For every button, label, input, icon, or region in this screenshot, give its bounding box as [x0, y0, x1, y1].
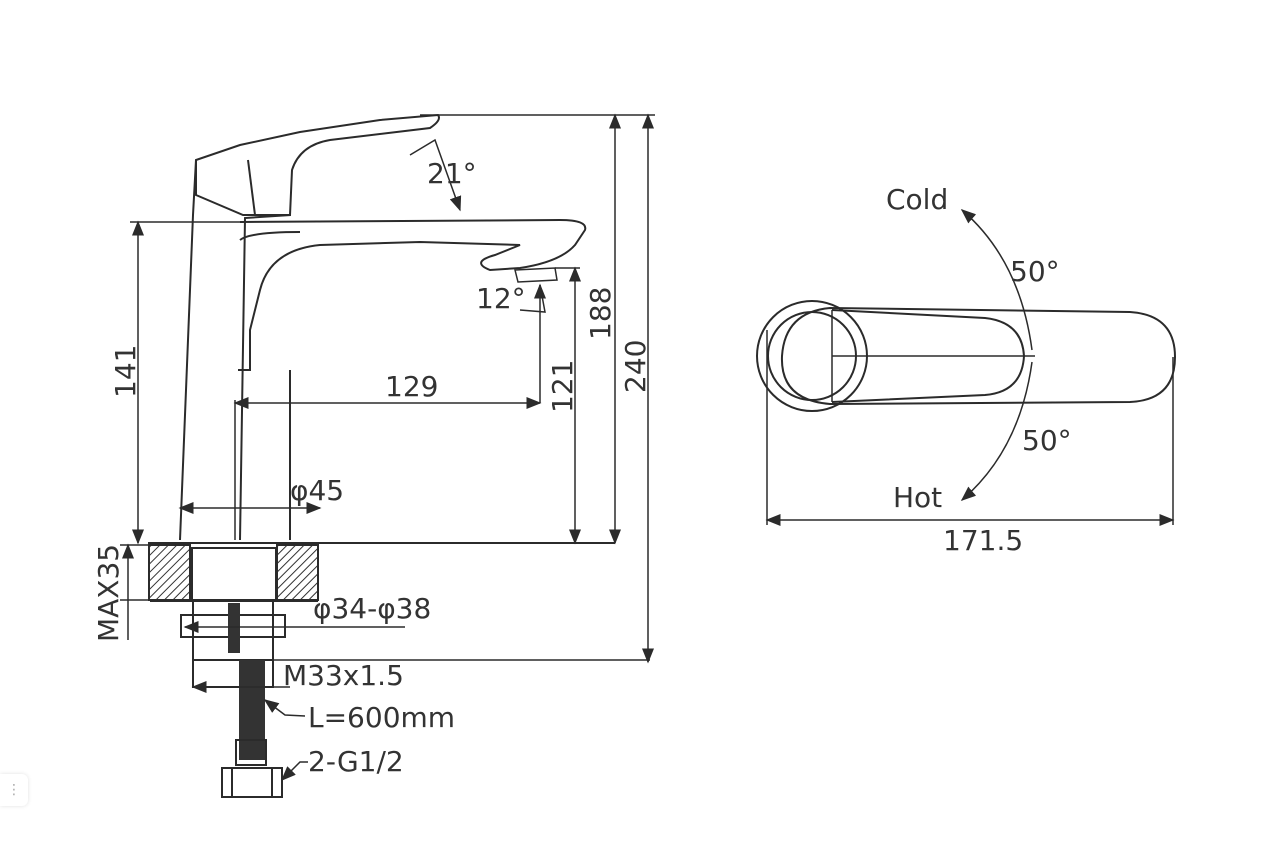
- dim-141: 141: [109, 345, 142, 398]
- faucet-side-view: [179, 113, 587, 541]
- dim-188: 188: [584, 287, 617, 340]
- label-cold: Cold: [886, 183, 948, 216]
- deck-mount: [148, 542, 615, 798]
- angle-spout: 12°: [476, 282, 526, 315]
- dim-129: 129: [385, 370, 438, 403]
- dim-connector: 2-G1/2: [308, 745, 404, 778]
- angle-hot: 50°: [1022, 424, 1072, 457]
- more-vertical-icon[interactable]: ⋮: [0, 774, 28, 806]
- dim-171-5: 171.5: [943, 524, 1023, 557]
- dim-240: 240: [619, 340, 652, 393]
- dim-thread: M33x1.5: [283, 659, 404, 692]
- angle-cold: 50°: [1010, 255, 1060, 288]
- dim-max35: MAX35: [92, 544, 125, 642]
- label-hot: Hot: [893, 481, 942, 514]
- dim-hose-length: L=600mm: [308, 701, 455, 734]
- angle-handle: 21°: [427, 157, 477, 190]
- faucet-top-view: [756, 209, 1177, 526]
- dimension-lines: [120, 113, 655, 782]
- dim-121: 121: [546, 360, 579, 413]
- dim-phi45: φ45: [290, 474, 344, 507]
- dim-hole: φ34-φ38: [313, 592, 431, 625]
